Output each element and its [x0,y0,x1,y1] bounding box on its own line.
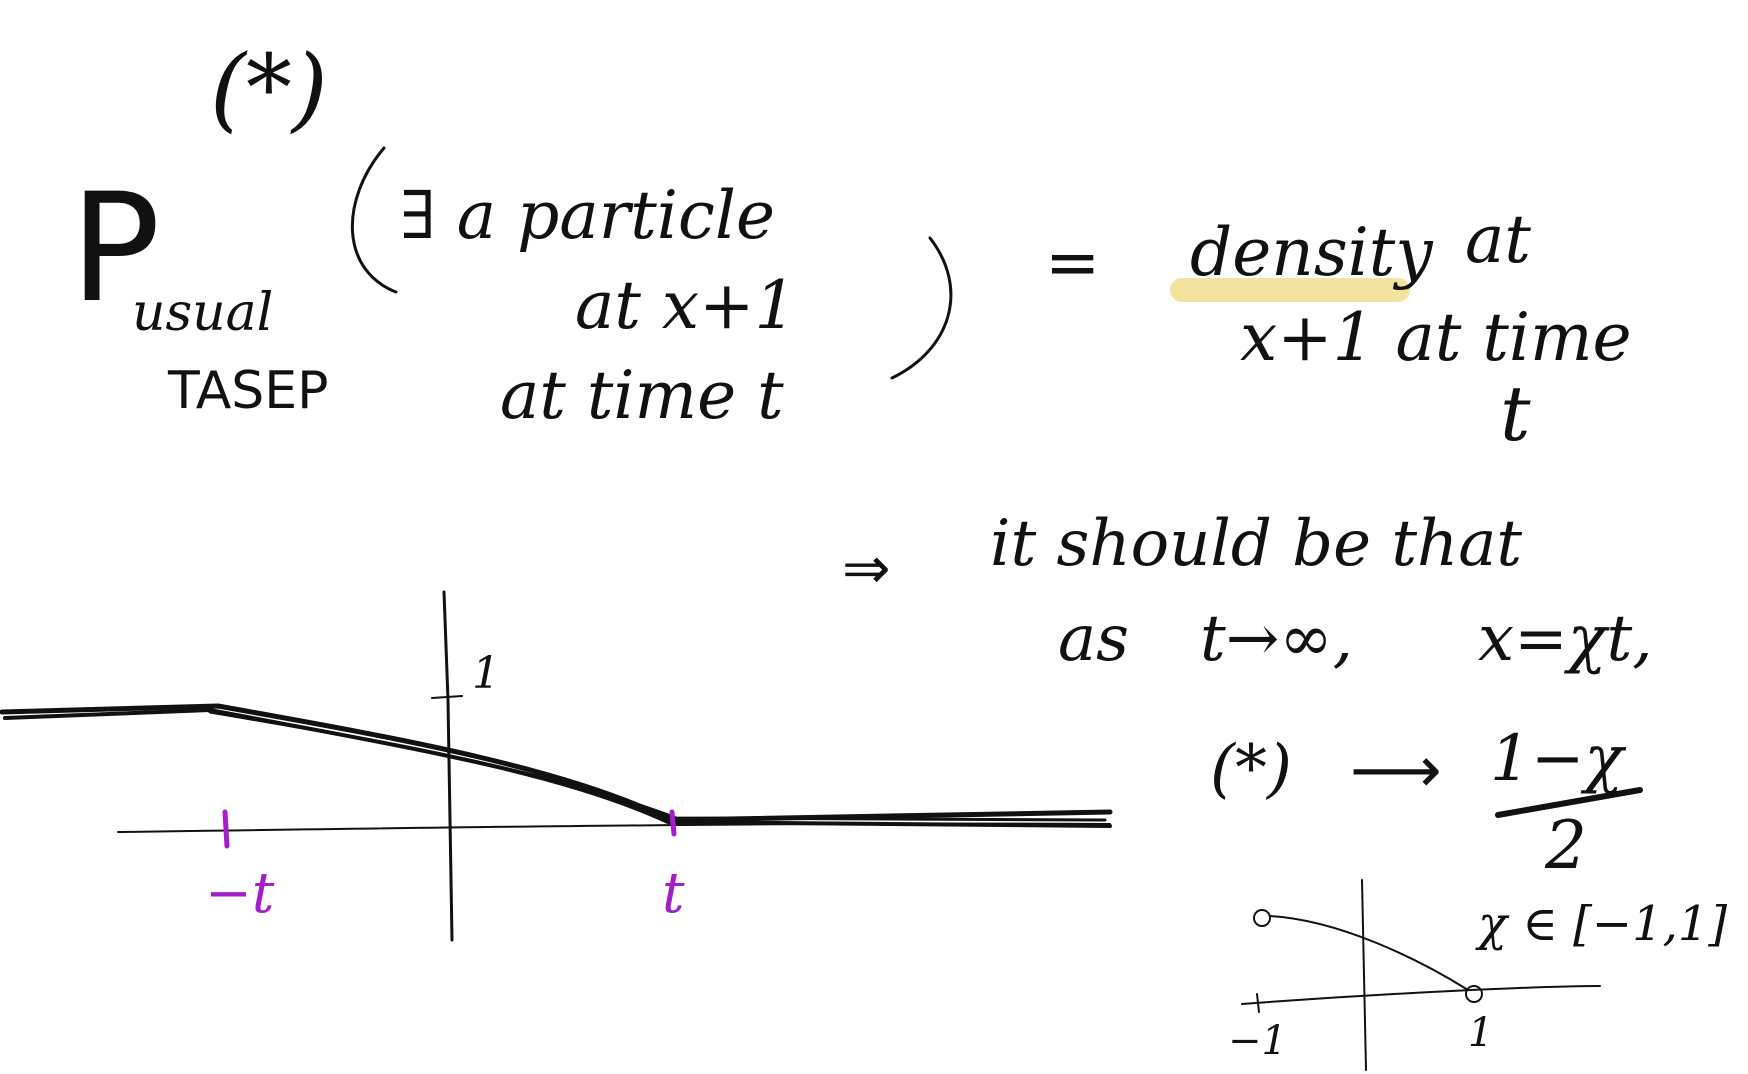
large-plot-y-tick-label: 1 [472,648,500,699]
limit-lhs: (*) [1210,732,1292,806]
small-plot-label-one: 1 [1468,1010,1493,1056]
large-plot-tick-minus-t [222,809,230,849]
large-plot-profile-stroke-3 [208,710,1107,822]
small-plot-label-minus-one: −1 [1228,1018,1287,1064]
left-paren [350,146,398,294]
probability-subscript-tasep: TASEP [167,361,329,421]
small-plot-tick-left [1256,993,1260,1013]
small-plot-profile-curve [1269,915,1469,991]
equals-sign: = [1045,224,1100,301]
fraction-denominator: 2 [1544,807,1587,884]
rhs-line-2: x+1 at time [1240,299,1632,376]
large-plot-y-tick [431,695,463,699]
conclusion-limit: t→∞, [1200,602,1353,676]
event-line-3: at time t [500,357,784,434]
event-line-1: ∃ a particle [400,177,775,254]
right-paren [890,236,953,380]
probability-symbol: P [70,162,160,336]
large-plot-y-axis [442,590,454,942]
implies-arrow: ⇒ [842,534,891,602]
rhs-density: density [1190,214,1433,291]
rhs-line-3: t [1500,369,1531,458]
small-plot-y-axis [1361,879,1367,1071]
small-plot-x-axis [1241,985,1601,1005]
large-plot-tick-t [669,809,677,837]
small-limit-plot: −1 1 [1228,879,1601,1071]
fraction-numerator: 1−χ [1490,722,1626,796]
fraction-bar [1495,787,1643,818]
large-plot-label-minus-t: −t [205,861,275,926]
conclusion-as: as [1058,602,1129,676]
small-plot-endpoint-right [1465,985,1483,1003]
large-plot-label-t: t [662,861,685,926]
large-plot-profile-curve [0,703,1113,823]
conclusion-scaling: x=χt, [1478,602,1653,676]
density-highlight [1170,278,1410,302]
star-marker: (*) [210,35,328,142]
domain-label: χ ∈ [−1,1] [1475,896,1727,952]
large-plot-profile-stroke-2 [3,708,1112,828]
limit-arrow: ⟶ [1350,734,1442,808]
conclusion-line-1: it should be that [990,507,1522,581]
probability-subscript-usual: usual [132,283,273,343]
rhs-at: at [1465,201,1531,278]
large-density-plot: 1 −t t [0,590,1113,942]
small-plot-endpoint-left [1253,909,1271,927]
event-line-2: at x+1 [575,267,796,344]
